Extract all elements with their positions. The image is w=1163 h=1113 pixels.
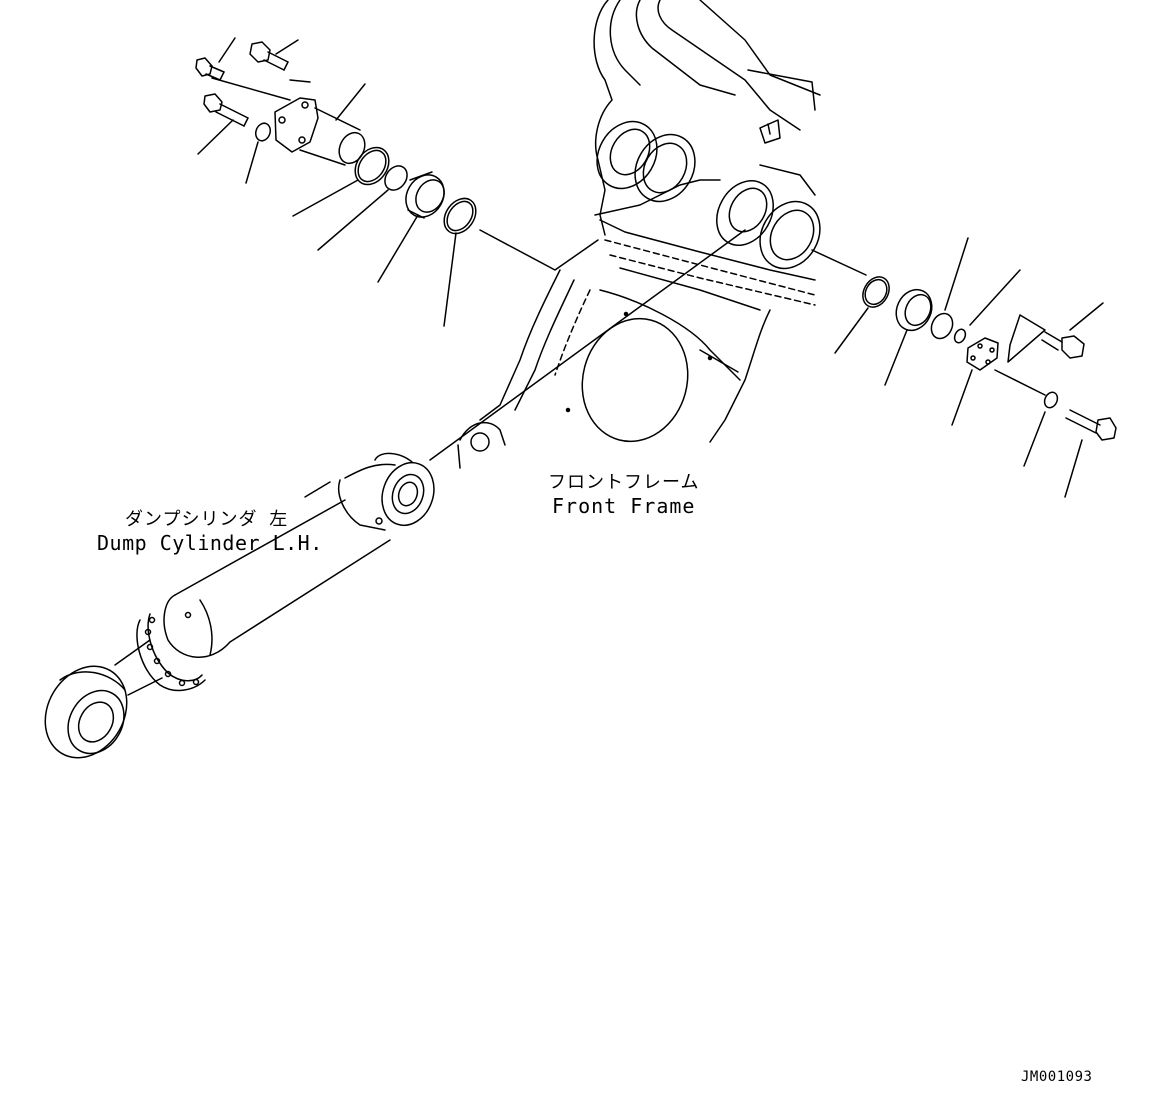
front-frame — [458, 0, 832, 468]
left-pin-assembly — [196, 38, 482, 326]
front-frame-label-en: Front Frame — [552, 494, 696, 518]
drawing-code: JM001093 — [1021, 1069, 1093, 1085]
right-pin-assembly — [812, 238, 1116, 497]
dump-cylinder-label-en: Dump Cylinder L.H. — [97, 531, 323, 555]
dump-cylinder — [29, 453, 442, 772]
front-frame-label-jp: フロントフレーム — [548, 472, 700, 493]
cylinder-pin-leader — [430, 230, 745, 460]
cylinder-label-leader — [305, 482, 330, 497]
dump-cylinder-label-jp: ダンプシリンダ 左 — [125, 509, 289, 530]
